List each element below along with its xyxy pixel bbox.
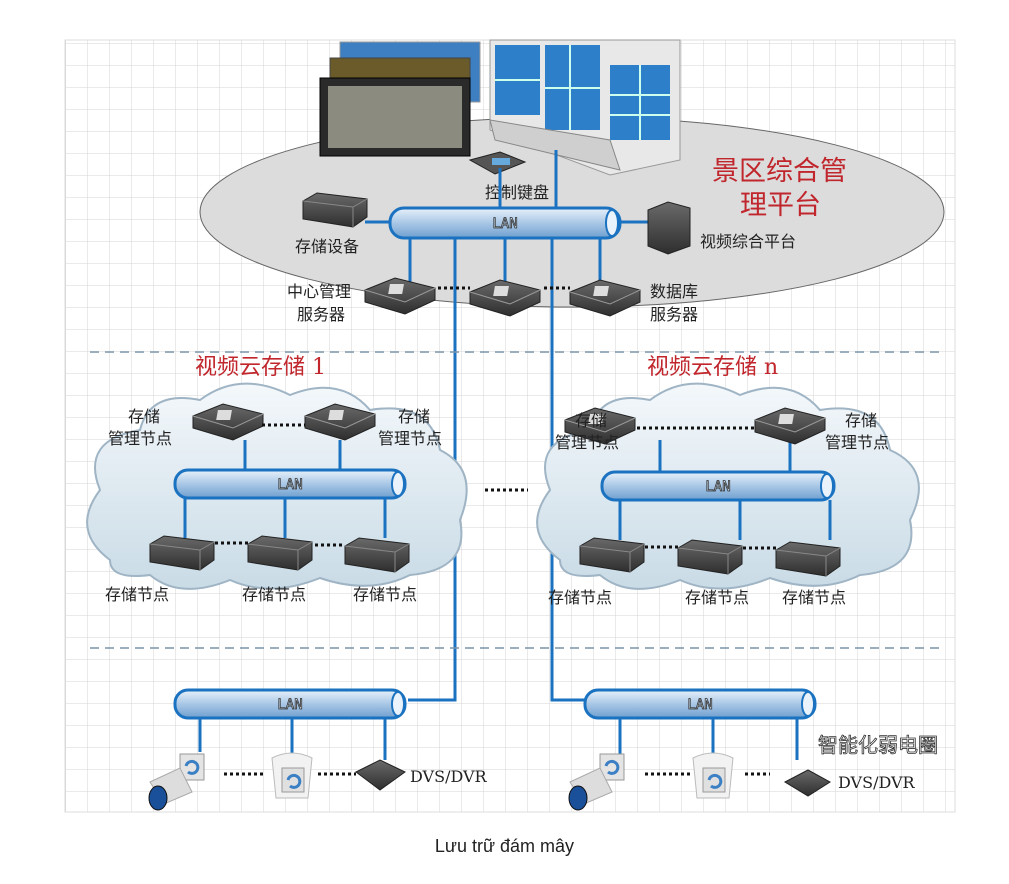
cloud-n-mgmt-label-2: 管理节点 [825,433,889,452]
dome-camera-icon [270,751,314,800]
storage-device-label: 存储设备 [295,237,359,256]
section-divider [90,351,945,649]
watermark: 智能化弱电圈 [818,733,938,757]
cloud-n-storage-node-label: 存储节点 [685,588,749,607]
edge-lan-bus-left: LAN [173,688,407,720]
cloud-n-storage-node-label: 存储节点 [782,588,846,607]
control-keyboard-icon [468,151,527,175]
video-platform-label: 视频综合平台 [700,232,796,251]
cloud-1-storage-node-label: 存储节点 [105,585,169,604]
dvs-dvr-label: DVS/DVR [838,773,916,792]
platform-title-line2: 理平台 [740,190,821,221]
cloud-1-storage-node-label: 存储节点 [242,585,306,604]
platform-lan-bus: LAN [388,206,622,240]
center-server-label-1: 中心管理 [287,282,351,301]
cloud-1-mgmt-label-1: 存储 [128,407,160,426]
cloud-1-mgmt-label-2: 管理节点 [108,429,172,448]
center-server-label-2: 服务器 [297,305,345,324]
cloud-n-mgmt-label-2: 管理节点 [555,433,619,452]
cloud-1-storage-node-label: 存储节点 [353,585,417,604]
edge-lan-label-right: LAN [687,697,712,713]
cloud-n-mgmt-label-1: 存储 [845,411,877,430]
dvs-dvr-label: DVS/DVR [410,767,488,786]
dome-camera-icon [691,751,735,800]
cloud-storage-diagram: 控制键盘 景区综合管 理平台 LAN 存储设备 视频综合平台 中心管理 服务器 … [64,39,956,813]
cloud-1-lan-bus: LAN [173,468,407,500]
platform-title-line1: 景区综合管 [712,156,847,187]
network-links [198,150,799,760]
dvs-dvr-icon [355,759,406,791]
cloud-1-mgmt-label-2: 管理节点 [378,429,442,448]
keyboard-label: 控制键盘 [485,183,549,202]
cloud-1-title: 视频云存储 1 [195,355,326,380]
db-server-label-2: 服务器 [650,305,698,324]
cloud-1-lan-label: LAN [277,477,302,493]
cloud-n-lan-label: LAN [705,479,730,495]
platform-lan-label: LAN [492,216,517,232]
cloud-n-lan-bus: LAN [600,470,836,502]
video-wall-icon [489,39,681,176]
video-platform-tower-icon [647,201,691,255]
db-server-label-1: 数据库 [650,282,698,301]
edge-lan-bus-right: LAN [583,688,817,720]
figure-caption: Lưu trữ đám mây [434,836,575,856]
cloud-n-title: 视频云存储 n [647,355,778,380]
cloud-1-mgmt-label-1: 存储 [398,407,430,426]
monitor-screens-icon [319,41,481,157]
cloud-n-mgmt-label-1: 存储 [575,411,607,430]
dvs-dvr-icon [783,769,831,797]
edge-lan-label-left: LAN [277,697,302,713]
cloud-n-storage-node-label: 存储节点 [548,588,612,607]
